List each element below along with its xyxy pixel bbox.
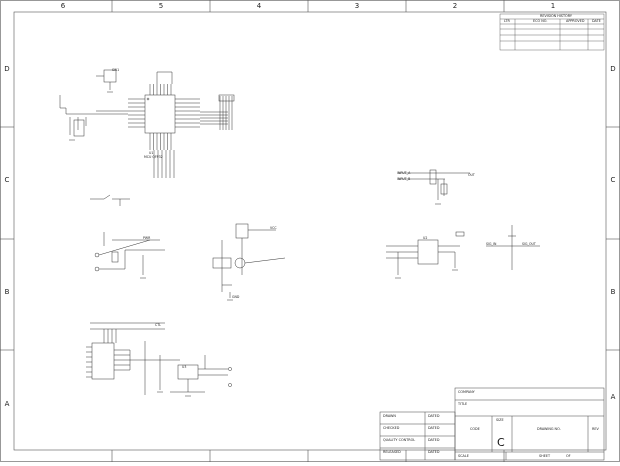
title-block-size-label: SIZE	[496, 418, 504, 422]
capacitor	[455, 231, 465, 237]
net-label: INPUT_A	[397, 171, 411, 175]
resistor	[111, 251, 119, 263]
title-block-size: C	[497, 436, 505, 449]
revision-header: DATE	[592, 19, 601, 23]
zone-label-col: 3	[354, 2, 360, 10]
revision-table	[499, 13, 605, 51]
terminal	[94, 266, 100, 272]
ic-designator: U3	[182, 365, 187, 369]
ic-designator: U1	[149, 151, 154, 155]
title-block-released: RELEASED	[383, 450, 401, 454]
title-block-sheet: SHEET	[539, 454, 551, 458]
title-block-rev: REV	[592, 427, 599, 431]
zone-label-row: B	[610, 288, 616, 296]
revision-title: REVISION HISTORY	[540, 14, 572, 18]
ic-body	[144, 94, 176, 134]
wire	[244, 257, 286, 264]
net-label: VCC	[270, 226, 277, 230]
crystal	[73, 119, 85, 137]
zone-label-row: D	[4, 65, 10, 73]
title-block-code: CODE	[470, 427, 480, 431]
wire	[59, 95, 80, 115]
ic-body	[177, 364, 199, 380]
title-block-dated: DATED	[428, 414, 440, 418]
title-block-dated: DATED	[428, 426, 440, 430]
title-block-drawn: DRAWN	[383, 414, 396, 418]
net-label: GND	[232, 295, 240, 299]
zone-label-col: 4	[256, 2, 262, 10]
terminal	[94, 252, 100, 258]
resistor	[429, 169, 437, 185]
terminal	[228, 367, 232, 371]
zone-label-col: 5	[158, 2, 164, 10]
net-label: SIG_IN	[486, 242, 497, 246]
net-label: PWR	[143, 236, 151, 240]
zone-label-row: A	[610, 393, 616, 401]
zone-label-col: 2	[452, 2, 458, 10]
title-block-qc: QUALITY CONTROL	[383, 438, 416, 442]
zone-label-col: 6	[60, 2, 66, 10]
revision-header: LTR	[504, 19, 510, 23]
wire	[156, 71, 173, 84]
net-label: INPUT_B	[397, 177, 411, 181]
title-block-drawing-no: DRAWING NO.	[537, 427, 561, 431]
title-block-sheet-of: OF	[566, 454, 571, 458]
ic-body	[91, 342, 115, 380]
ic-part-number: MCU QFP32	[144, 155, 163, 159]
zone-label-col: 1	[550, 2, 556, 10]
switch-designator: SW1	[112, 68, 120, 72]
zone-label-row: D	[610, 65, 616, 73]
net-label: OUT	[468, 173, 475, 177]
title-block-checked: CHECKED	[383, 426, 400, 430]
net-label: SIG_OUT	[522, 242, 536, 246]
title-block-scale: SCALE	[458, 454, 469, 458]
zone-label-row: C	[610, 176, 616, 184]
wire	[98, 239, 151, 256]
title-block-dated: DATED	[428, 438, 440, 442]
ic-body	[417, 239, 439, 265]
zone-label-row: B	[4, 288, 10, 296]
title-block-company: COMPANY	[458, 390, 475, 394]
revision-header: APPROVED	[566, 19, 585, 23]
net-label: CTL	[155, 323, 161, 327]
zone-label-row: A	[4, 400, 10, 408]
title-block-dated: DATED	[428, 450, 440, 454]
zone-label-row: C	[4, 176, 10, 184]
revision-header: ECO NO.	[533, 19, 548, 23]
regulator-body	[235, 223, 249, 239]
title-block	[379, 387, 605, 461]
pin1-marker	[146, 97, 150, 101]
schematic-wires	[59, 69, 540, 397]
ic-designator: U2	[423, 236, 428, 240]
connector-header	[218, 94, 235, 102]
title-block-title: TITLE	[458, 402, 468, 406]
terminal	[228, 383, 232, 387]
capacitor	[440, 183, 448, 195]
transistor-circle	[234, 257, 246, 269]
wire	[103, 194, 111, 200]
